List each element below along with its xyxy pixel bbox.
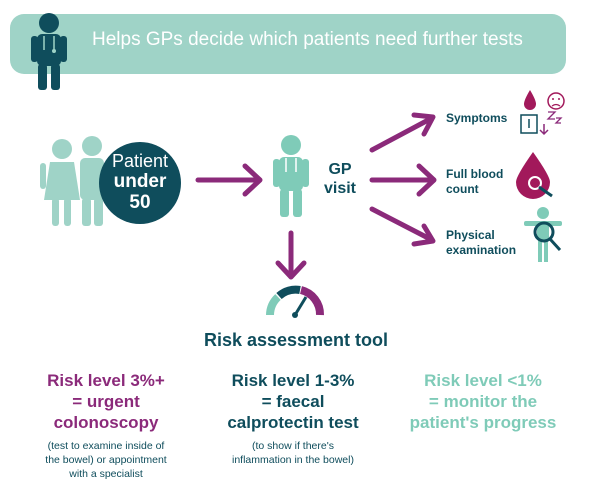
outcome-blood-line-1: Full blood: [446, 167, 504, 181]
outcome-symptoms-line-1: Symptoms: [446, 111, 508, 125]
patient-circle: [99, 142, 181, 224]
risk-medium-note-2: inflammation in the bowel): [232, 454, 354, 466]
tool-title: Risk assessment tool: [203, 330, 389, 350]
patient-line-2: under: [113, 171, 167, 192]
arrow-down: [275, 230, 307, 280]
outcome-examination: Physical examination: [446, 228, 516, 258]
patient-line-3: 50: [129, 192, 151, 213]
risk-high: Risk level 3%+ = urgent colonoscopy (tes…: [18, 370, 194, 481]
outcome-blood-line-2: count: [446, 182, 479, 196]
gp-line-2: visit: [323, 180, 356, 197]
outcome-exam-line-1: Physical: [446, 228, 495, 242]
doctor-icon: [31, 13, 67, 90]
banner: [10, 14, 566, 74]
risk-high-note-2: the bowel) or appointment: [45, 454, 167, 466]
risk-low: Risk level <1% = monitor the patient's p…: [393, 370, 573, 433]
examination-icon: [524, 207, 562, 262]
risk-medium-line-1: Risk level 1-3%: [231, 371, 355, 390]
risk-medium-line-2: = faecal: [261, 392, 325, 411]
banner-text: Helps GPs decide which patients need fur…: [92, 29, 523, 50]
gauge-icon: [266, 285, 324, 318]
blood-drop-icon: [516, 152, 553, 199]
risk-high-line-3: colonoscopy: [53, 413, 159, 432]
risk-high-note-1: (test to examine inside of: [47, 440, 165, 452]
outcome-exam-line-2: examination: [446, 243, 517, 257]
risk-low-line-3: patient's progress: [409, 413, 557, 432]
gp-visit-label: GP visit: [316, 160, 364, 198]
patient-people-icon: [40, 136, 104, 226]
gp-line-1: GP: [328, 161, 352, 178]
symptoms-icon: [520, 90, 565, 136]
arrow-right: [195, 163, 263, 197]
risk-high-line-2: = urgent: [72, 392, 140, 411]
patient-label: Patient under 50: [99, 151, 181, 213]
risk-medium-line-3: calprotectin test: [227, 413, 359, 432]
risk-medium: Risk level 1-3% = faecal calprotectin te…: [205, 370, 381, 467]
risk-high-note-3: with a specialist: [69, 468, 143, 480]
outcome-symptoms: Symptoms: [446, 111, 507, 126]
risk-low-line-1: Risk level <1%: [424, 371, 542, 390]
risk-medium-note-1: (to show if there's: [252, 440, 334, 452]
arrows-to-outcomes: [369, 112, 437, 247]
outcome-blood-count: Full blood count: [446, 167, 503, 197]
gp-doctor-icon: [273, 135, 309, 217]
patient-line-1: Patient: [111, 151, 169, 171]
risk-high-line-1: Risk level 3%+: [47, 371, 165, 390]
risk-low-line-2: = monitor the: [428, 392, 538, 411]
